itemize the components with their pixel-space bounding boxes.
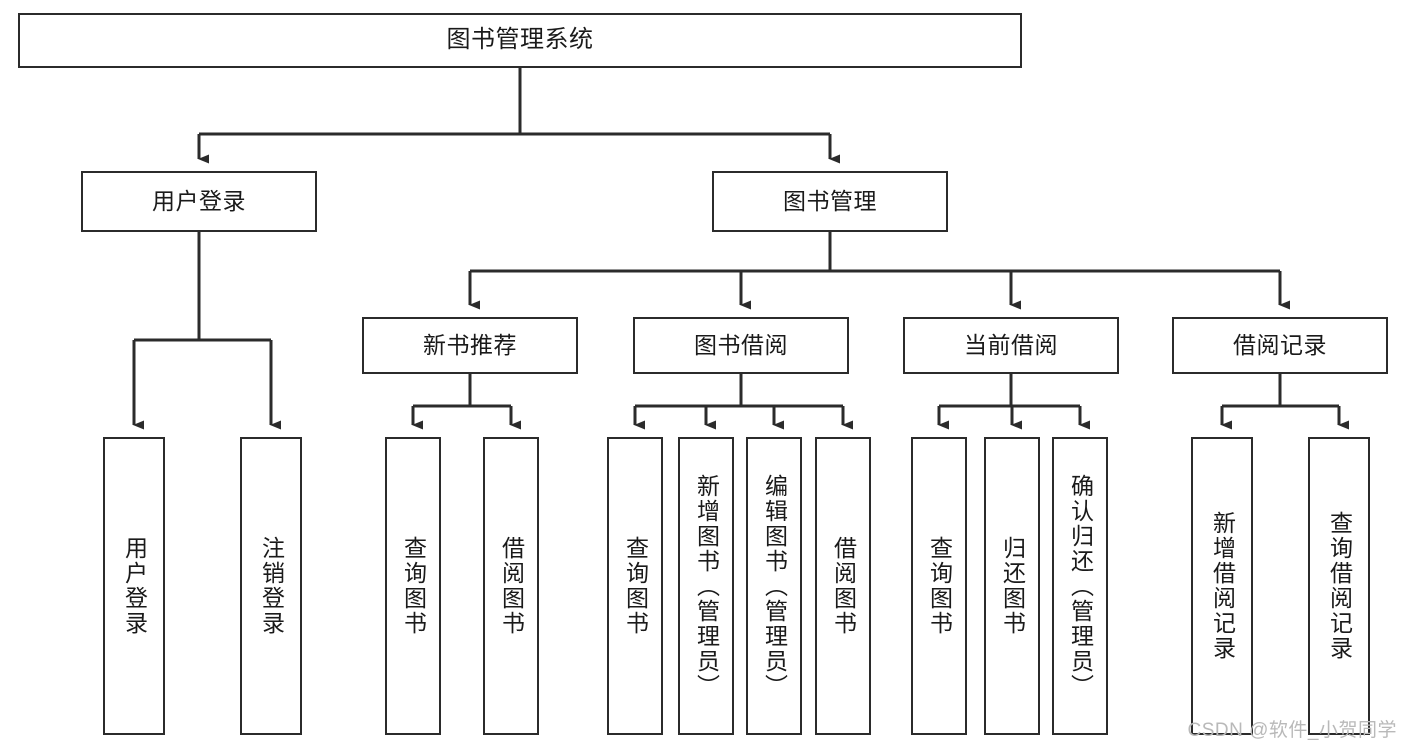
node-label: 当前借阅: [964, 331, 1058, 358]
node-label: 借阅图书: [498, 536, 525, 636]
node-new-book-rec: 新书推荐: [362, 317, 578, 374]
node-label: 新增图书（管理员）: [693, 473, 720, 699]
node-label: 查询图书: [926, 536, 953, 636]
node-label: 图书管理: [783, 187, 877, 214]
node-label: 查询图书: [622, 536, 649, 636]
node-leaf-user-login: 用户登录: [103, 437, 165, 735]
node-current-borrow: 当前借阅: [903, 317, 1119, 374]
node-leaf-br-add: 新增借阅记录: [1191, 437, 1253, 735]
node-root: 图书管理系统: [18, 13, 1022, 68]
node-label: 借阅记录: [1233, 331, 1327, 358]
node-leaf-bb-query: 查询图书: [607, 437, 663, 735]
node-book-borrow: 图书借阅: [633, 317, 849, 374]
node-leaf-bb-borrow: 借阅图书: [815, 437, 871, 735]
node-leaf-user-logout: 注销登录: [240, 437, 302, 735]
node-leaf-cb-confirm: 确认归还（管理员）: [1052, 437, 1108, 735]
node-leaf-br-query: 查询借阅记录: [1308, 437, 1370, 735]
node-label: 用户登录: [121, 536, 148, 636]
node-label: 新书推荐: [423, 331, 517, 358]
watermark-text: CSDN @软件_小贺同学: [1187, 720, 1397, 741]
node-label: 查询图书: [400, 536, 427, 636]
node-user-login: 用户登录: [81, 171, 317, 232]
node-label: 用户登录: [152, 187, 246, 214]
node-label: 查询借阅记录: [1326, 511, 1353, 661]
node-label: 借阅图书: [830, 536, 857, 636]
node-leaf-cb-query: 查询图书: [911, 437, 967, 735]
node-leaf-bb-add: 新增图书（管理员）: [678, 437, 734, 735]
node-leaf-rec-query: 查询图书: [385, 437, 441, 735]
node-leaf-bb-edit: 编辑图书（管理员）: [746, 437, 802, 735]
node-leaf-rec-borrow: 借阅图书: [483, 437, 539, 735]
node-label: 图书管理系统: [446, 26, 594, 54]
node-label: 图书借阅: [694, 331, 788, 358]
node-label: 编辑图书（管理员）: [761, 473, 788, 699]
node-label: 确认归还（管理员）: [1067, 473, 1094, 699]
node-borrow-records: 借阅记录: [1172, 317, 1388, 374]
node-leaf-cb-return: 归还图书: [984, 437, 1040, 735]
node-label: 归还图书: [999, 536, 1026, 636]
node-label: 新增借阅记录: [1209, 511, 1236, 661]
node-book-manage: 图书管理: [712, 171, 948, 232]
node-label: 注销登录: [258, 536, 285, 636]
